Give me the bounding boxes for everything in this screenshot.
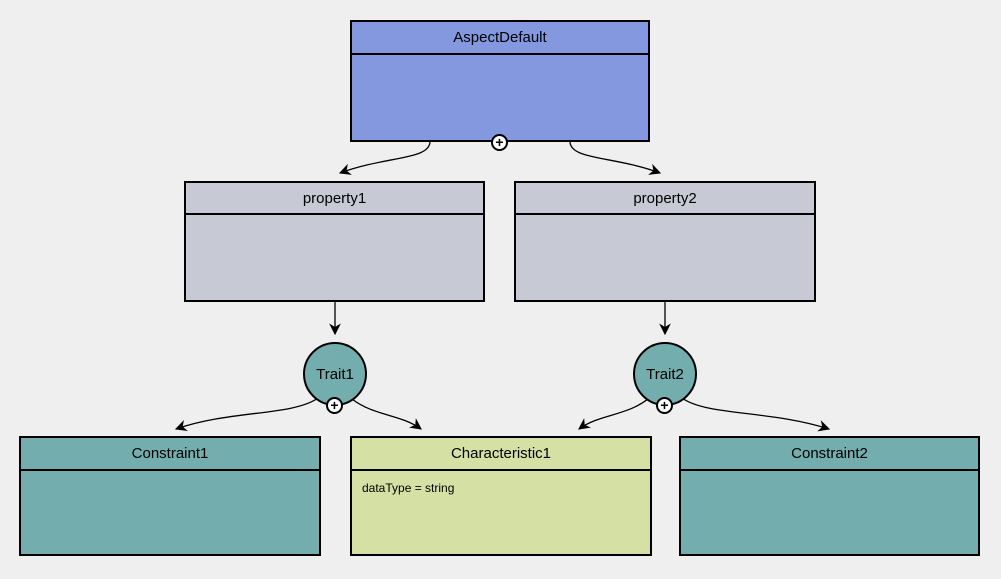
node-characteristic1[interactable]: Characteristic1 dataType = string bbox=[350, 436, 652, 556]
edge-trait2-to-characteristic1 bbox=[578, 398, 649, 430]
node-title: property2 bbox=[516, 183, 814, 215]
trait1-expand-plus-icon[interactable]: + bbox=[326, 397, 343, 414]
node-constraint2[interactable]: Constraint2 bbox=[679, 436, 980, 556]
aspect-expand-plus-icon[interactable]: + bbox=[491, 134, 508, 151]
node-property1[interactable]: property1 bbox=[184, 181, 485, 302]
node-constraint1[interactable]: Constraint1 bbox=[19, 436, 321, 556]
node-trait1[interactable]: Trait1 bbox=[303, 342, 367, 406]
trait2-expand-plus-icon[interactable]: + bbox=[656, 397, 673, 414]
node-attribute-datatype: dataType = string bbox=[362, 481, 455, 495]
edge-aspect-to-property1 bbox=[338, 141, 431, 175]
node-title: Constraint1 bbox=[21, 438, 319, 471]
node-title: property1 bbox=[186, 183, 483, 215]
node-title: AspectDefault bbox=[352, 22, 648, 55]
edge-aspect-to-property2 bbox=[569, 141, 662, 175]
edge-trait2-to-constraint2 bbox=[681, 397, 831, 432]
node-title: Characteristic1 bbox=[352, 438, 650, 471]
edge-trait1-to-constraint1 bbox=[174, 397, 319, 432]
node-trait2[interactable]: Trait2 bbox=[633, 342, 697, 406]
node-title: Trait1 bbox=[316, 365, 354, 383]
node-title: Constraint2 bbox=[681, 438, 978, 471]
edge-trait1-to-characteristic1 bbox=[351, 398, 422, 430]
node-aspect-default[interactable]: AspectDefault bbox=[350, 20, 650, 142]
node-title: Trait2 bbox=[646, 365, 684, 383]
node-property2[interactable]: property2 bbox=[514, 181, 816, 302]
